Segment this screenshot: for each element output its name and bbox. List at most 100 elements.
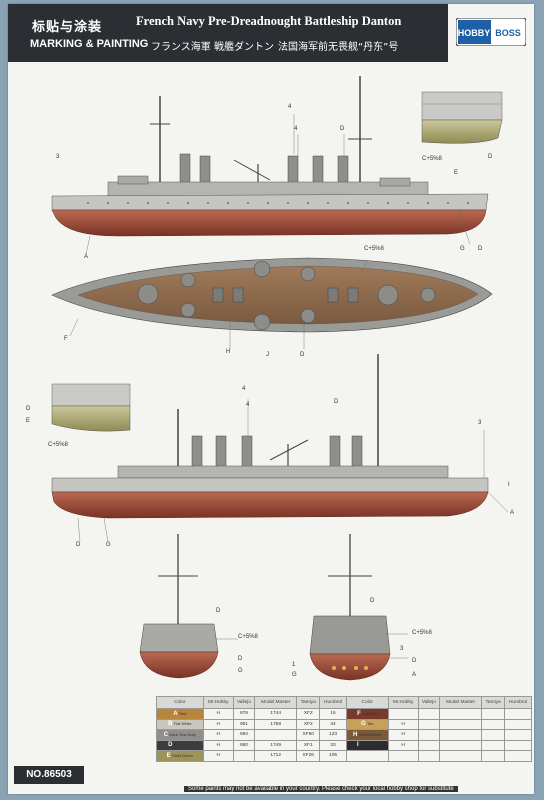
paint-cell: H (202, 708, 234, 720)
col-tamiya: Tamiya (296, 696, 321, 709)
paint-code: A (173, 710, 178, 717)
paint-cell (438, 708, 483, 720)
paint-cell: 16 (319, 708, 348, 720)
paint-code: I (356, 742, 359, 749)
paint-cell: H (387, 729, 419, 741)
callout-c58a: C+5%8 (422, 156, 442, 162)
callout-g3: G (238, 668, 243, 674)
callout-d9: D (238, 656, 243, 662)
paint-table-header: Color Mr.Hobby Vallejo Model Master Tami… (156, 696, 532, 709)
callout-c58c: C+5%8 (48, 442, 68, 448)
paint-swatch: D Flat Black (156, 739, 204, 751)
callout-i1: I (508, 482, 510, 488)
paint-cell (504, 708, 532, 720)
logo-text-hobby: HOBBY (458, 28, 491, 38)
rear-view (309, 534, 391, 681)
callout-a1: A (84, 254, 89, 260)
paint-cell: H (202, 750, 234, 762)
paint-cell: 951 (232, 718, 256, 730)
paint-cell (417, 718, 440, 730)
paint-cell (481, 739, 506, 751)
paint-cell: 1712 (254, 750, 298, 762)
paint-code: E (166, 752, 171, 759)
paint-cell (504, 739, 532, 751)
header-en-title: MARKING & PAINTING (30, 38, 149, 50)
col-tamiya-r: Tamiya (481, 696, 506, 709)
callout-d3: D (478, 246, 483, 252)
paint-table: Color Mr.Hobby Vallejo Model Master Tami… (156, 696, 532, 790)
paint-cell: 950 (232, 739, 256, 751)
callout-d8: D (216, 608, 221, 614)
paint-cell: H (202, 739, 234, 751)
paint-cell: 33 (319, 739, 348, 751)
paint-name: Flat Black (359, 742, 378, 748)
callout-d2: D (488, 154, 493, 160)
paint-note: Some paints may not be available in your… (184, 786, 458, 792)
paint-name: Wood Brown (358, 731, 382, 737)
callout-d4: D (300, 352, 305, 358)
paint-code: B (167, 721, 173, 728)
callout-d7: D (76, 542, 81, 548)
callout-a3: A (412, 672, 417, 678)
callout-c58b: C+5%8 (364, 246, 384, 252)
empty-cell (417, 750, 440, 762)
paint-name: Flat White (173, 721, 192, 727)
paint-cell: H (202, 718, 234, 730)
col-mrhobby: Mr.Hobby (202, 696, 234, 709)
callout-c58e: C+5%8 (412, 630, 432, 636)
empty-cell (346, 750, 389, 762)
callout-d11: D (412, 658, 417, 664)
callout-4a: 4 (288, 104, 292, 110)
paint-name: Field Green (172, 752, 193, 758)
paint-cell (417, 708, 440, 720)
paint-swatch: G Tan (346, 718, 389, 730)
ship-title-cn: 法国海军前无畏舰“丹东”号 (278, 42, 399, 53)
header-band (8, 4, 448, 62)
ship-title-jp: フランス海軍 戦艦ダントン (151, 42, 274, 53)
paint-cell (438, 739, 483, 751)
paint-swatch: E Field Green (156, 750, 204, 762)
callout-3b: 3 (478, 420, 482, 426)
col-mrhobby-r: Mr.Hobby (387, 696, 419, 709)
callout-h: H (226, 349, 231, 355)
paint-cell (481, 708, 506, 720)
paint-cell (387, 708, 419, 720)
callout-c58d: C+5%8 (238, 634, 258, 640)
callout-4b: 4 (294, 126, 298, 132)
paint-cell (438, 718, 483, 730)
paint-cell: H (387, 739, 419, 751)
front-view (139, 534, 219, 679)
callout-1: 1 (292, 662, 296, 668)
paint-cell: 123 (319, 729, 348, 741)
paint-cell: 878 (232, 708, 256, 720)
side-view-lower (51, 354, 489, 519)
empty-cell (387, 750, 419, 762)
paint-cell: 1744 (254, 708, 298, 720)
paint-code: G (361, 721, 366, 728)
header: 标贴与涂装 MARKING & PAINTING French Navy Pre… (8, 4, 534, 66)
callout-d6: D (334, 399, 339, 405)
col-color-r: Color (346, 696, 389, 709)
col-modelmaster-r: Model Master (438, 696, 483, 709)
paint-cell: H (387, 718, 419, 730)
paint-cell (417, 729, 440, 741)
hobbyboss-logo: HOBBY BOSS (456, 18, 526, 46)
paint-cell (232, 750, 256, 762)
col-modelmaster: Model Master (254, 696, 298, 709)
col-humbrol: Humbrol (319, 696, 348, 709)
paint-swatch: C Dark Sea Gray (156, 729, 204, 741)
paint-cell: XF2 (296, 708, 321, 720)
callout-a2: A (510, 510, 515, 516)
callout-3a: 3 (56, 154, 60, 160)
paint-cell: XF2 (296, 718, 321, 730)
callout-f: F (64, 336, 68, 342)
paint-swatch: I Flat Black (346, 739, 389, 751)
paint-name: Hull Red (362, 710, 378, 716)
empty-cell (504, 750, 532, 762)
callout-4d: 4 (246, 402, 250, 408)
col-humbrol-r: Humbrol (504, 696, 532, 709)
paint-cell: 105 (319, 750, 348, 762)
paint-code: F (357, 710, 361, 717)
